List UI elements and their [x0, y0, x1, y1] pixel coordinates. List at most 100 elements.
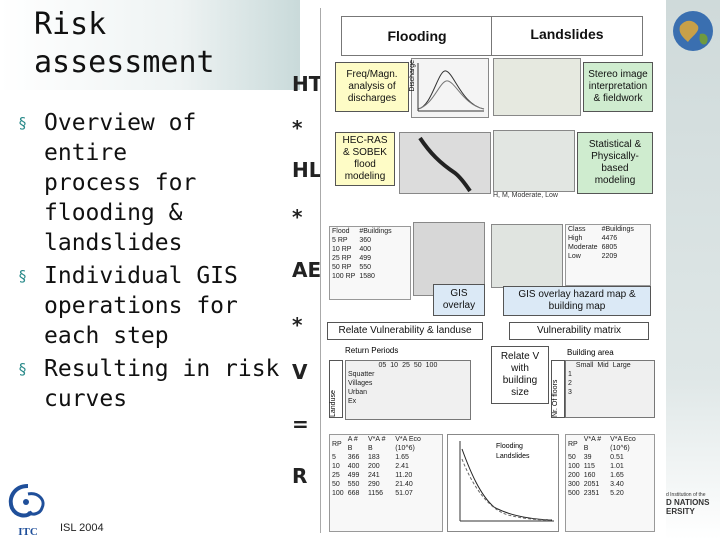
hazard-overlay-map	[491, 224, 563, 288]
bullet-marker: §	[18, 114, 28, 132]
table-cell: 10	[332, 463, 340, 470]
table-cell: 2	[568, 380, 572, 387]
risk-curve-chart: Flooding Landslides	[447, 434, 559, 532]
table-cell: 100 RP	[332, 273, 356, 280]
itc-logo-icon	[8, 484, 45, 518]
table-cell: 1.65	[395, 454, 409, 461]
table-header: 50	[413, 362, 422, 369]
table-cell: 10 RP	[332, 246, 352, 253]
formula-times: *	[292, 116, 303, 140]
table-header: Class	[568, 226, 586, 233]
table-cell: Ex	[348, 398, 357, 405]
floors-label: Nr. Of floors	[551, 360, 565, 418]
table-header: #Buildings	[359, 228, 392, 235]
table-cell: 100	[332, 490, 344, 497]
flood-extent-map	[418, 136, 472, 193]
table-header: Small	[575, 362, 594, 369]
hml-label: H, M, Moderate, Low	[493, 192, 558, 199]
formula-equals: =	[292, 412, 309, 436]
table-cell: 21.40	[395, 481, 413, 488]
table-cell: Squatter	[348, 371, 375, 378]
itc-logo: ITC	[4, 482, 52, 538]
bullet-list: § Overview of entire process for floodin…	[18, 108, 288, 417]
stereo-image-map	[493, 58, 581, 116]
freq-magn-box: Freq/Magn. analysis of discharges	[335, 62, 409, 112]
table-header: V*A Eco (10^6)	[610, 436, 636, 452]
footer-text: ISL 2004	[60, 522, 104, 534]
partner-logo-line: d Institution of the	[666, 492, 706, 498]
table-cell: 50 RP	[332, 264, 352, 271]
relate-vulnerability-box: Relate Vulnerability & landuse	[327, 322, 483, 340]
relate-v-building-size-box: Relate V with building size	[491, 346, 549, 404]
flood-overlay-map	[413, 222, 485, 296]
partner-logo: d Institution of the D NATIONS ERSITY	[666, 492, 720, 516]
table-cell: 400	[359, 246, 372, 253]
table-header: A # B	[347, 436, 358, 452]
table-cell: 366	[347, 454, 360, 461]
table-cell: 400	[347, 463, 360, 470]
table-cell: 160	[583, 472, 596, 479]
table-cell: High	[568, 235, 583, 242]
table-cell: 11.20	[395, 472, 413, 479]
table-cell: 50	[568, 454, 576, 461]
table-cell: 499	[347, 472, 360, 479]
table-cell: 5 RP	[332, 237, 348, 244]
table-header: 25	[402, 362, 410, 369]
formula-ae: AE	[292, 258, 322, 282]
table-cell: 5	[332, 454, 336, 461]
legend-flooding: Flooding	[496, 443, 523, 450]
table-header: 10	[390, 362, 399, 369]
table-cell: 2051	[583, 481, 600, 488]
table-cell: 6805	[601, 244, 618, 251]
table-cell: Moderate	[568, 244, 598, 251]
landslides-header: Landslides	[491, 16, 643, 56]
table-cell: 1156	[367, 490, 384, 497]
bullet-marker: §	[18, 360, 28, 378]
formula-ht: HT	[292, 72, 323, 96]
table-cell: Low	[568, 253, 581, 260]
table-header: 05	[378, 362, 387, 369]
formula-times: *	[292, 313, 303, 337]
gis-hazard-overlay-box: GIS overlay hazard map & building map	[503, 286, 651, 316]
discharge-chart	[411, 58, 489, 118]
right-decor-strip: d Institution of the D NATIONS ERSITY	[666, 0, 720, 540]
table-cell: 25	[332, 472, 340, 479]
table-cell: 115	[583, 463, 595, 470]
table-cell: 1	[568, 371, 572, 378]
title-banner	[0, 0, 300, 90]
table-cell: 500	[568, 490, 580, 497]
bullet-item: § Individual GIS operations for each ste…	[18, 261, 288, 351]
partner-logo-line: ERSITY	[666, 507, 695, 516]
return-periods-label: Return Periods	[345, 346, 399, 355]
hec-ras-box: HEC-RAS & SOBEK flood modeling	[335, 132, 395, 186]
table-cell: 183	[367, 454, 380, 461]
slide-title: Risk assessment	[34, 7, 215, 80]
table-header: Flood	[332, 228, 350, 235]
table-cell: 25 RP	[332, 255, 352, 262]
table-cell: 1580	[359, 273, 375, 280]
risk-workflow-diagram: Flooding Landslides Freq/Magn. analysis …	[320, 8, 667, 533]
table-cell: 360	[359, 237, 372, 244]
table-cell: 3.40	[610, 481, 624, 488]
table-cell: 3	[568, 389, 572, 396]
partner-logo-line: D NATIONS	[666, 498, 710, 507]
discharge-curve-icon	[417, 63, 485, 112]
table-cell: 100	[568, 463, 580, 470]
table-header: RP	[568, 440, 578, 448]
table-cell: Villages	[348, 380, 373, 387]
statistical-model-box: Statistical & Physically- based modeling	[577, 132, 653, 194]
flooding-header: Flooding	[341, 16, 493, 56]
table-header: Mid	[597, 362, 609, 369]
table-header: V*A # B	[583, 436, 602, 452]
table-cell: Urban	[348, 389, 368, 396]
legend-landslides: Landslides	[496, 453, 530, 460]
vulnerability-matrix-box: Vulnerability matrix	[509, 322, 649, 340]
bullet-item: § Resulting in risk curves	[18, 354, 288, 414]
table-cell: 4476	[601, 235, 618, 242]
bullet-text: Overview of entire process for flooding …	[44, 110, 197, 256]
